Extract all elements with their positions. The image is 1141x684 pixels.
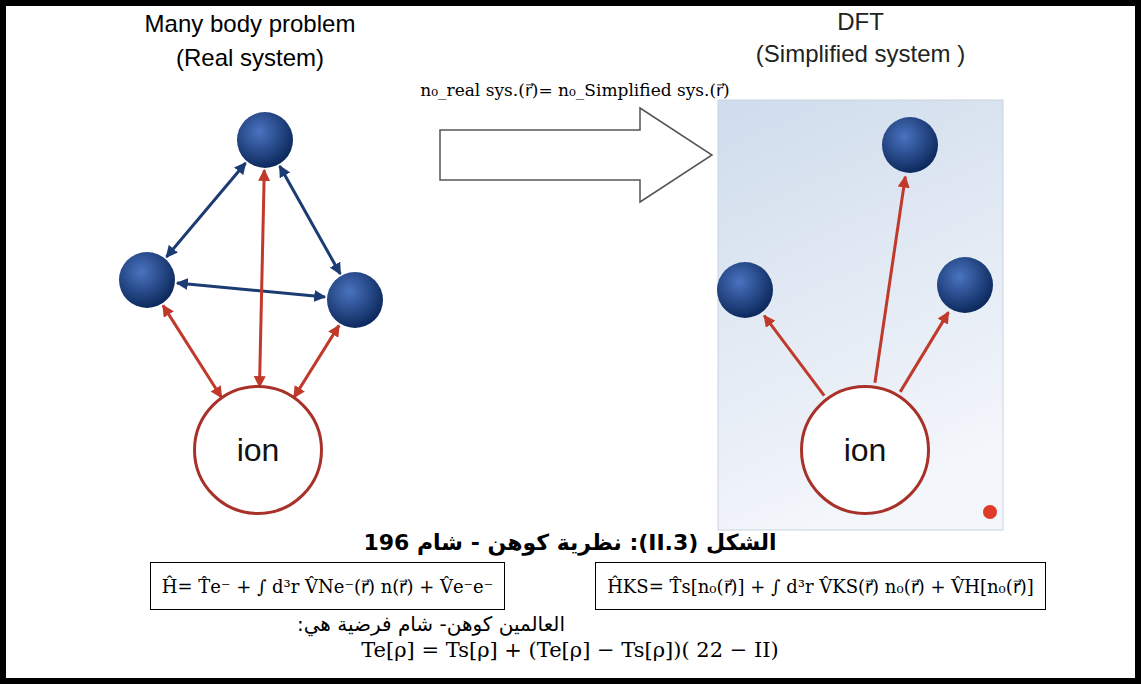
real-system <box>119 112 383 398</box>
figure-caption: الشكل (3.II): نظرية كوهن - شام 196 <box>363 530 776 555</box>
interaction-arrow <box>280 166 341 274</box>
panel-heading: (Simplified system ) <box>718 38 1003 70</box>
ion-electron-arrow <box>294 325 339 397</box>
interaction-arrow <box>177 283 325 297</box>
electron-dot <box>119 252 175 308</box>
kinetic-equation: Te[ρ] = Ts[ρ] + (Te[ρ] − Ts[ρ])( 22 − II… <box>361 638 779 662</box>
system-heading: (Real system) <box>176 44 324 72</box>
ion-electron-arrow <box>875 177 905 383</box>
system-heading: Many body problem <box>145 10 356 38</box>
electron-dot <box>882 117 938 173</box>
mapping-arrow <box>440 108 712 202</box>
ion-electron-arrow <box>163 305 222 397</box>
ion-circle: ion <box>193 385 323 515</box>
interaction-arrow <box>166 163 245 257</box>
simplified-system <box>717 117 997 519</box>
equation-box: Ĥ= T̂e⁻ + ∫ d³r V̂Ne⁻(r⃗) n(r⃗) + V̂e⁻e⁻ <box>150 562 506 610</box>
equation-text: Ĥ= T̂e⁻ + ∫ d³r V̂Ne⁻(r⃗) n(r⃗) + V̂e⁻e⁻ <box>162 576 494 597</box>
equation-text: ĤKS= T̂s[n₀(r⃗)] + ∫ d³r V̂KS(r⃗) n₀(r⃗)… <box>607 576 1034 597</box>
ion-electron-arrow <box>764 316 824 396</box>
ion-label: ion <box>844 432 887 469</box>
ion-label: ion <box>237 432 280 469</box>
panel-ground <box>718 100 1003 530</box>
figure-frame <box>3 3 1138 681</box>
ion-electron-arrow <box>900 312 948 392</box>
electron-dot <box>717 262 773 318</box>
dft-panel: ionDFT(Simplified system ) <box>718 100 1003 530</box>
equation-box: ĤKS= T̂s[n₀(r⃗)] + ∫ d³r V̂KS(r⃗) n₀(r⃗)… <box>595 562 1046 610</box>
electron-dot <box>327 272 383 328</box>
panel-heading: DFT <box>718 6 1003 38</box>
electron-dot <box>937 257 993 313</box>
ion-circle: ion <box>800 385 930 515</box>
arabic-note: العالمين كوهن- شام فرضية هي: <box>297 612 565 636</box>
ion-electron-arrow <box>260 170 265 387</box>
electron-dot <box>237 112 293 168</box>
red-dot <box>983 505 997 519</box>
density-equation: n₀_real sys.(r⃗)= n₀_Simplified sys.(r⃗) <box>420 80 729 100</box>
